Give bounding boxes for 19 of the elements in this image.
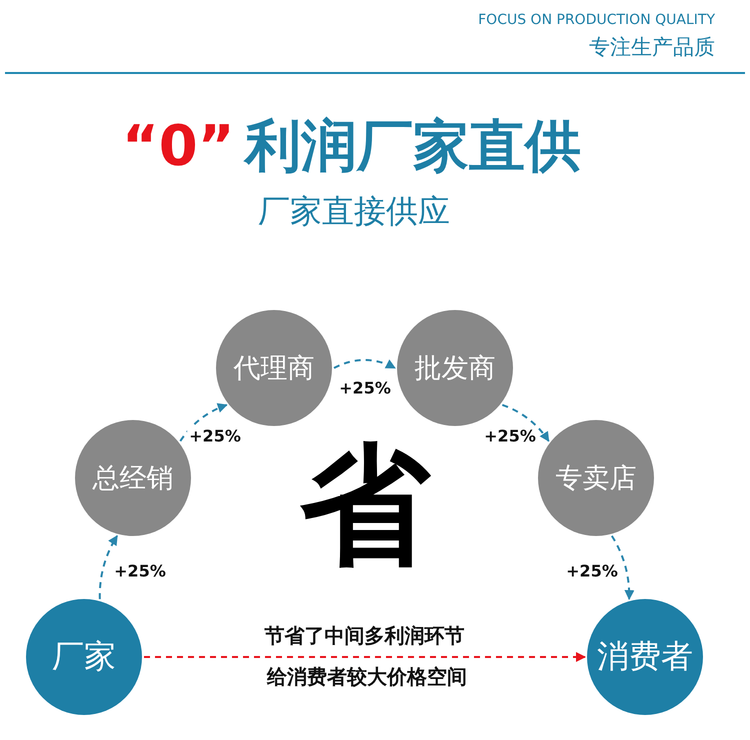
arrow <box>179 403 228 442</box>
header-subtitle: 专注生产品质 <box>589 34 715 61</box>
arrow <box>144 652 586 662</box>
arrow <box>610 535 634 600</box>
arrow <box>334 359 396 369</box>
caption-text: 给消费者较大价格空间 <box>267 664 467 690</box>
arrow <box>98 535 118 600</box>
node-label: 专卖店 <box>556 462 636 496</box>
arrow <box>502 404 550 442</box>
node-label: 批发商 <box>414 352 496 386</box>
title: 利润厂家直供 <box>245 113 581 181</box>
big-character: 省 <box>300 428 430 583</box>
node-label: 总经销 <box>92 462 174 496</box>
node-label: 厂家 <box>52 636 116 677</box>
zero-mark: “0” <box>122 113 235 181</box>
header-tagline: FOCUS ON PRODUCTION QUALITY <box>478 12 715 28</box>
subtitle: 厂家直接供应 <box>258 191 450 232</box>
node-label: 代理商 <box>234 352 314 386</box>
node-label: 消费者 <box>597 636 693 677</box>
